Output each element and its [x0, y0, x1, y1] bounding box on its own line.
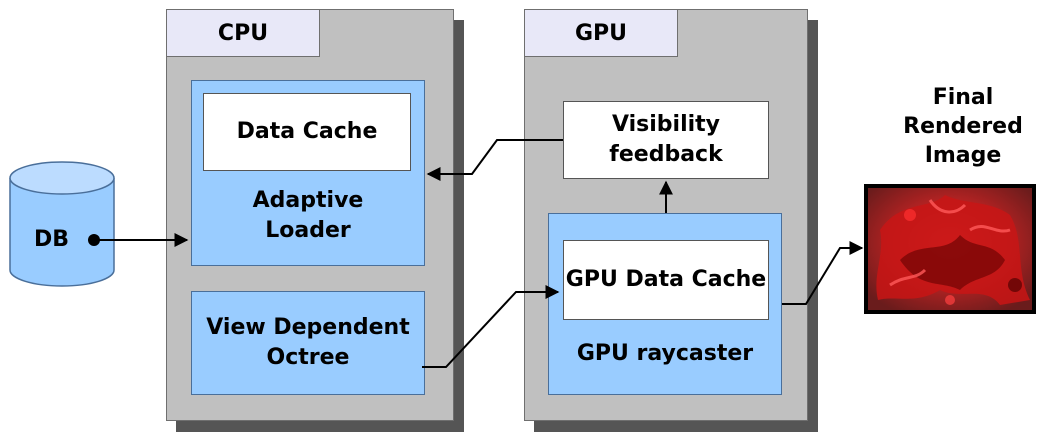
gpu-tab: GPU — [524, 9, 678, 57]
adaptive-loader-line-2: Loader — [265, 218, 351, 243]
octree-box: View Dependent Octree — [191, 291, 425, 395]
gpu-data-cache-box: GPU Data Cache — [563, 240, 769, 320]
arrow-octree-to-gpu-cache — [422, 285, 560, 368]
visibility-feedback-box: Visibility feedback — [563, 101, 769, 179]
octree-line-1: View Dependent — [206, 315, 410, 340]
arrow-raycaster-to-image — [782, 241, 864, 305]
adaptive-loader-line-1: Adaptive — [252, 188, 364, 213]
gpu-raycaster-text: GPU raycaster — [576, 341, 754, 366]
cpu-tab-label: CPU — [217, 20, 269, 46]
final-rendered-image — [864, 184, 1036, 314]
gpu-raycaster-label: GPU raycaster — [548, 334, 782, 374]
db-label: DB — [34, 227, 69, 252]
adaptive-loader-label: Adaptive Loader — [191, 183, 425, 249]
data-cache-label: Data Cache — [236, 119, 378, 144]
octree-line-2: Octree — [266, 345, 350, 370]
db-cylinder — [9, 161, 115, 287]
visibility-line-2: feedback — [609, 142, 723, 167]
final-title-line-1: Final — [932, 84, 994, 110]
final-title-line-2: Rendered — [903, 113, 1023, 139]
final-title-line-3: Image — [924, 142, 1002, 168]
gpu-data-cache-label: GPU Data Cache — [565, 267, 767, 292]
data-cache-box: Data Cache — [203, 93, 411, 171]
visibility-line-1: Visibility — [611, 112, 721, 137]
gpu-tab-label: GPU — [574, 20, 628, 46]
arrow-feedback-to-loader — [426, 139, 563, 181]
final-image-title: Final Rendered Image — [898, 80, 1028, 172]
cpu-tab: CPU — [166, 9, 320, 57]
